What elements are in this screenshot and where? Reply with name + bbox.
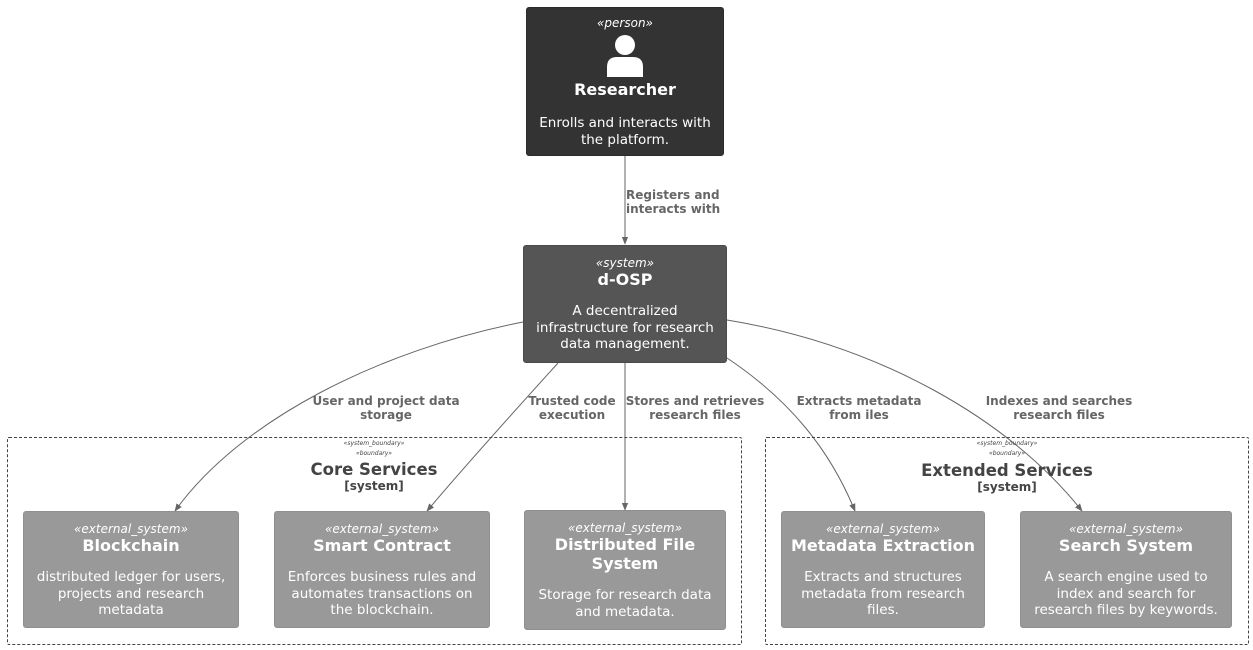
person-icon	[607, 35, 643, 77]
edge-indexes	[726, 319, 1083, 512]
extended-boundary-stereotype-2: «boundary»	[989, 450, 1025, 457]
dfs-title: Distributed File System	[554, 535, 696, 573]
researcher-stereotype: «person»	[597, 16, 653, 30]
d-osp-description: A decentralized infrastructure for resea…	[536, 303, 714, 352]
node-metadata-extraction[interactable]: «external_system» Metadata Extraction Ex…	[781, 511, 985, 628]
edge-extracts	[726, 357, 856, 512]
d-osp-title: d-OSP	[597, 270, 653, 289]
edge-trusted-code	[426, 362, 559, 512]
boundary-extended-services	[765, 437, 1249, 645]
metadata-description: Extracts and structures metadata from re…	[801, 569, 965, 618]
core-boundary-title: Core Services	[310, 460, 438, 479]
edge-label-registers: Registers and interacts with	[626, 188, 721, 216]
extended-boundary-title: Extended Services	[921, 461, 1093, 480]
extended-boundary-stereotype: «system_boundary»	[976, 440, 1038, 447]
node-smart-contract[interactable]: «external_system» Smart Contract Enforce…	[274, 511, 490, 628]
search-description: A search engine used to index and search…	[1034, 569, 1218, 618]
d-osp-stereotype: «system»	[595, 256, 655, 270]
boundary-core-services	[7, 437, 742, 645]
node-distributed-file-system[interactable]: «external_system» Distributed File Syste…	[524, 510, 726, 630]
core-boundary-stereotype: «system_boundary»	[343, 440, 405, 447]
edge-label-user-project: User and project data storage	[312, 394, 460, 422]
blockchain-description: distributed ledger for users, projects a…	[36, 569, 226, 618]
smart-contract-title: Smart Contract	[313, 536, 451, 555]
dfs-stereotype: «external_system»	[568, 521, 682, 535]
core-boundary-stereotype-2: «boundary»	[356, 450, 392, 457]
edge-label-extracts: Extracts metadata from iles	[796, 394, 922, 422]
node-blockchain[interactable]: «external_system» Blockchain distributed…	[23, 511, 239, 628]
researcher-description: Enrolls and interacts with the platform.	[539, 115, 711, 148]
blockchain-title: Blockchain	[82, 536, 180, 555]
edge-label-trusted-code: Trusted code execution	[528, 394, 616, 422]
researcher-title: Researcher	[574, 80, 676, 99]
edge-label-indexes: Indexes and searches research files	[985, 394, 1133, 422]
extended-boundary-type: [system]	[977, 480, 1037, 494]
core-boundary-type: [system]	[344, 479, 404, 493]
edge-label-stores: Stores and retrieves research files	[625, 394, 765, 422]
metadata-title: Metadata Extraction	[790, 536, 976, 555]
node-search-system[interactable]: «external_system» Search System A search…	[1020, 511, 1232, 628]
metadata-stereotype: «external_system»	[826, 522, 940, 536]
smart-contract-stereotype: «external_system»	[325, 522, 439, 536]
dfs-description: Storage for research data and metadata.	[538, 587, 712, 620]
edge-user-project	[174, 321, 524, 512]
smart-contract-description: Enforces business rules and automates tr…	[287, 569, 477, 618]
blockchain-stereotype: «external_system»	[74, 522, 188, 536]
search-stereotype: «external_system»	[1069, 522, 1183, 536]
search-title: Search System	[1058, 536, 1194, 555]
node-d-osp[interactable]: «system» d-OSP A decentralized infrastru…	[523, 245, 727, 363]
node-researcher[interactable]: «person» Researcher Enrolls and interact…	[526, 7, 724, 156]
